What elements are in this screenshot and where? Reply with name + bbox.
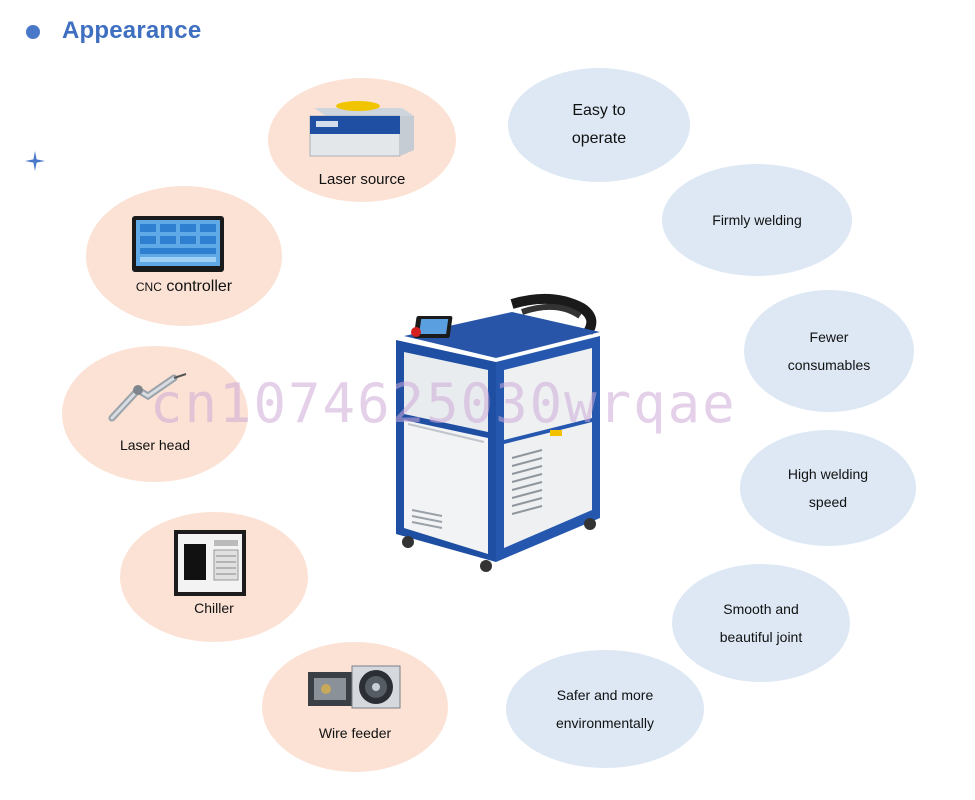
feature-smooth-beautiful-joint: Smooth and beautiful joint [672,564,850,682]
laser-head-icon [108,373,187,422]
component-label-prefix: CNC [135,280,162,294]
title-bullet-icon [26,25,40,39]
feature-text: Safer and more environmentally [555,687,655,731]
cnc-controller-icon [132,216,224,272]
component-label: CNC controller [86,278,282,296]
laser-source-icon [309,101,414,157]
feature-safer-environmentally: Safer and more environmentally [506,650,704,768]
sparkle-icon [25,151,45,171]
feature-fewer-consumables: Fewer consumables [744,290,914,412]
feature-easy-to-operate: Easy to operate [508,68,690,182]
feature-firmly-welding: Firmly welding [662,164,852,276]
component-laser-head: Laser head [62,346,248,482]
watermark: cn1074625030wrqae [150,372,737,435]
component-wire-feeder: Wire feeder [262,642,448,772]
component-chiller: Chiller [120,512,308,642]
feature-high-welding-speed: High welding speed [740,430,916,546]
feature-text: Easy to operate [571,102,627,147]
component-cnc-controller: CNC controller [86,186,282,326]
component-label: Wire feeder [318,725,392,741]
component-label: Laser head [119,437,191,453]
laser-welding-machine-image [396,293,600,572]
feature-text: Firmly welding [712,212,802,228]
component-label: Laser source [318,171,406,188]
component-laser-source: Laser source [268,78,456,202]
feature-text: High welding speed [787,466,869,510]
page-title: Appearance [62,17,202,44]
component-label-main: controller [166,278,233,295]
feature-text: Smooth and beautiful joint [719,601,803,645]
feature-text: Fewer consumables [787,329,871,373]
wire-feeder-icon [308,665,401,709]
component-label: Chiller [194,600,234,616]
chiller-icon [174,530,246,596]
